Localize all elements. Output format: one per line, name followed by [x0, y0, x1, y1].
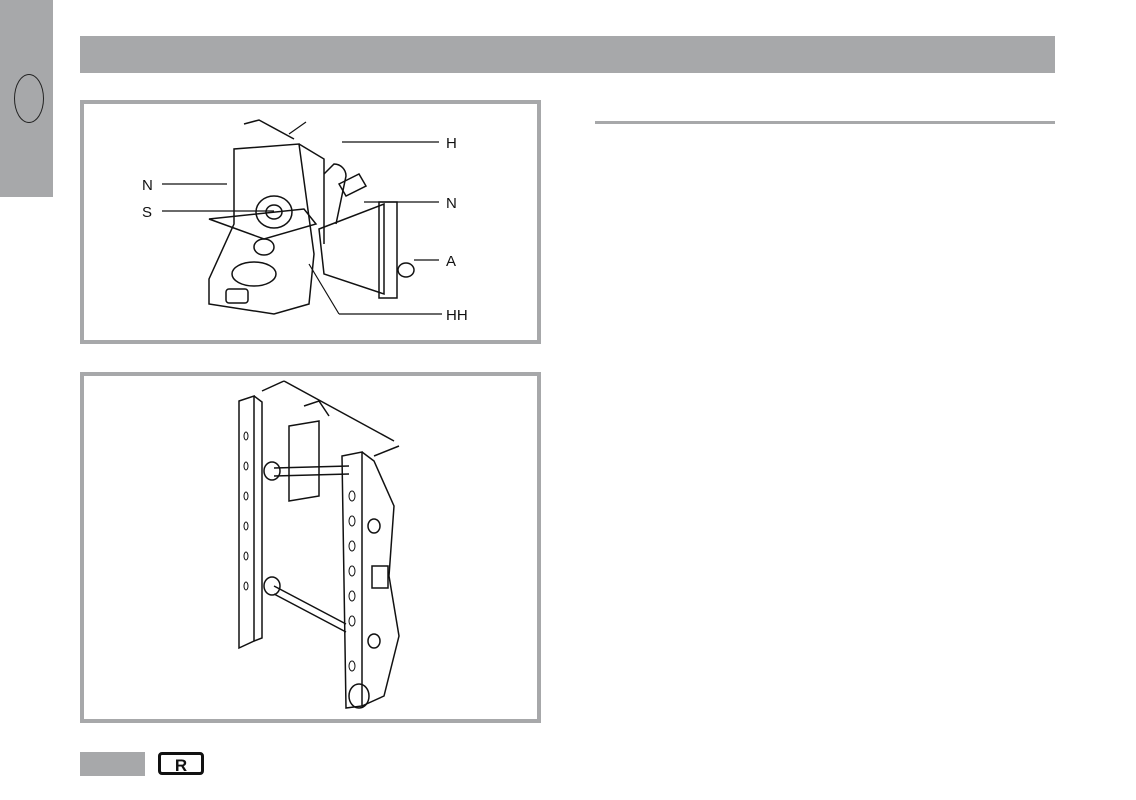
label-s: S — [142, 204, 152, 221]
brand-logo: R — [158, 752, 204, 775]
section-header-bar — [80, 36, 1055, 73]
oval-marker-icon — [14, 74, 44, 123]
page-number-box — [80, 752, 145, 776]
label-n-right: N — [446, 195, 457, 212]
section-rule — [595, 121, 1055, 124]
coupling-illustration: N S H N A HH — [142, 119, 468, 324]
brand-logo-letter: R — [174, 756, 188, 775]
side-tab — [0, 0, 53, 197]
figure-rail-diagram — [80, 372, 541, 723]
label-hh: HH — [446, 307, 468, 324]
label-h: H — [446, 135, 457, 152]
figure-coupling-diagram: N S H N A HH — [80, 100, 541, 344]
rail-illustration — [238, 380, 400, 709]
label-n-left: N — [142, 177, 153, 194]
label-a: A — [446, 253, 456, 270]
